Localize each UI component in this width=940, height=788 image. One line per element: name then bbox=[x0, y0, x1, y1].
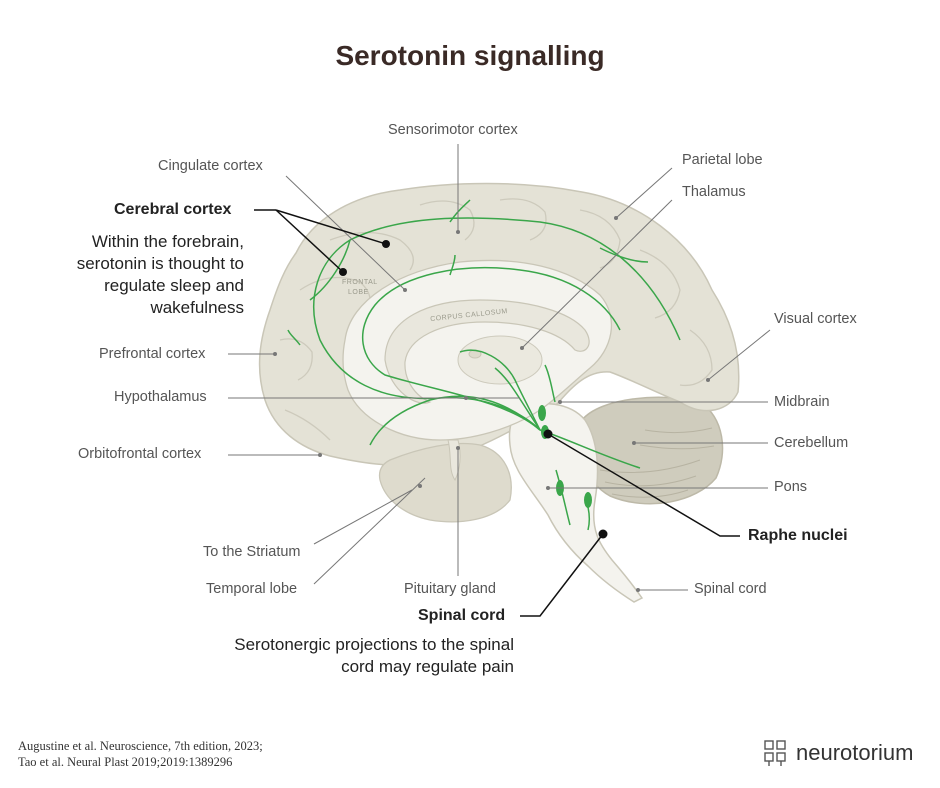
label-raphe-nuclei: Raphe nuclei bbox=[748, 527, 848, 544]
cerebral-cortex-description: Within the forebrain, serotonin is thoug… bbox=[76, 232, 244, 317]
label-cingulate-cortex: Cingulate cortex bbox=[158, 158, 263, 174]
spinal-cord-description: Serotonergic projections to the spinal c… bbox=[234, 635, 514, 676]
label-pituitary-gland: Pituitary gland bbox=[404, 581, 496, 597]
brainstem-shape bbox=[508, 402, 644, 603]
svg-text:FRONTAL: FRONTAL bbox=[342, 279, 378, 286]
svg-text:LOBE: LOBE bbox=[348, 289, 369, 296]
label-sensorimotor-cortex: Sensorimotor cortex bbox=[388, 122, 518, 138]
label-midbrain: Midbrain bbox=[774, 394, 830, 410]
label-orbitofrontal-cortex: Orbitofrontal cortex bbox=[78, 446, 202, 462]
label-spinal-cord-callout: Spinal cord bbox=[418, 607, 506, 624]
neurotorium-logo[interactable]: neurotorium bbox=[762, 738, 913, 768]
label-prefrontal-cortex: Prefrontal cortex bbox=[99, 346, 206, 362]
references: Augustine et al. Neuroscience, 7th editi… bbox=[18, 739, 263, 769]
label-to-the-striatum: To the Striatum bbox=[203, 544, 301, 560]
label-visual-cortex: Visual cortex bbox=[774, 311, 857, 327]
page-title: Serotonin signalling bbox=[335, 40, 605, 71]
label-spinal-cord: Spinal cord bbox=[694, 581, 767, 597]
label-hypothalamus: Hypothalamus bbox=[114, 389, 207, 405]
label-cerebellum: Cerebellum bbox=[774, 435, 849, 451]
corpus-callosum-shape bbox=[384, 299, 590, 404]
neurotorium-logo-icon bbox=[764, 740, 786, 766]
label-temporal-lobe: Temporal lobe bbox=[206, 581, 298, 597]
label-cerebral-cortex: Cerebral cortex bbox=[114, 201, 232, 218]
label-parietal-lobe: Parietal lobe bbox=[682, 152, 763, 168]
logo-text: neurotorium bbox=[796, 740, 914, 765]
label-pons: Pons bbox=[774, 479, 808, 495]
label-thalamus: Thalamus bbox=[682, 184, 746, 200]
